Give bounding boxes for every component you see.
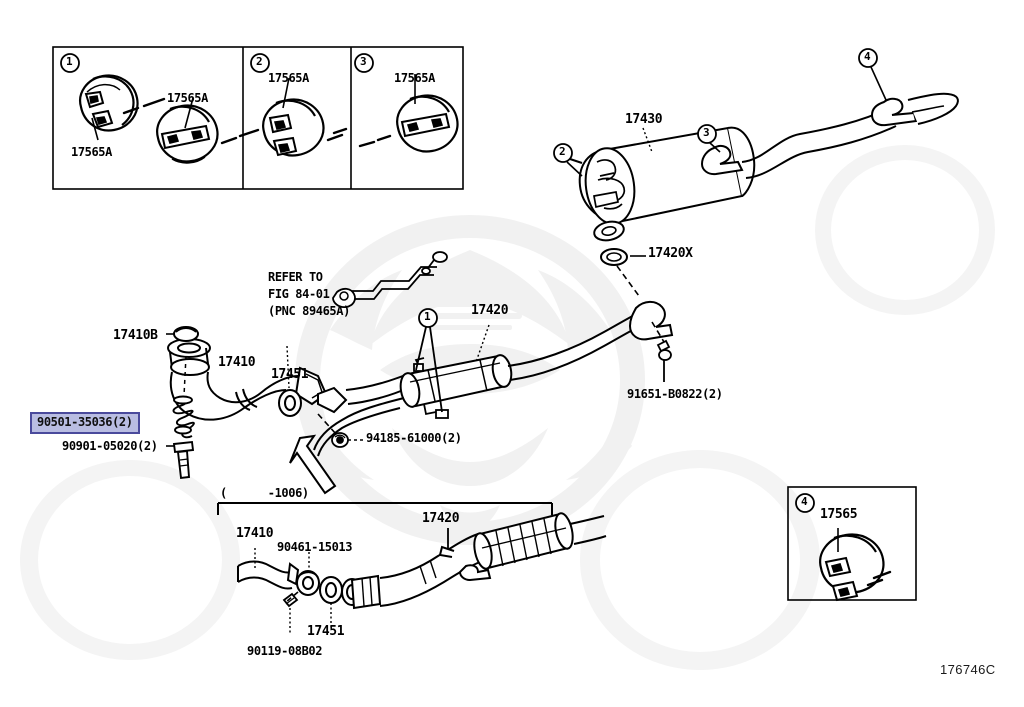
label-range-note: ( -1006) <box>220 486 309 500</box>
refer-note-line-1: REFER TO <box>268 270 323 284</box>
callout-number-muffler-2: 2 <box>559 145 566 158</box>
detail-boxes-group <box>52 46 464 190</box>
label-muffler: 17430 <box>625 112 663 127</box>
lower-assembly <box>217 502 607 634</box>
refer-note-line-2: FIG 84-01 <box>268 287 330 301</box>
callout-circle-muffler-2 <box>553 143 573 163</box>
label-nut: 94185-61000(2) <box>366 431 462 445</box>
callout-circle-muffler-3 <box>697 124 717 144</box>
callout-circle-2 <box>250 53 270 73</box>
watermark <box>20 145 995 670</box>
label-center-pipe: 17420 <box>471 303 509 318</box>
view-direction-arrow <box>289 434 337 495</box>
label-bolt-front: 90901-05020(2) <box>62 439 158 453</box>
label-lower-converter: 17420 <box>422 511 460 526</box>
label-box4-hanger: 17565 <box>820 507 858 522</box>
detail-box-2-content <box>262 98 348 157</box>
label-lower-ring: 17451 <box>307 624 345 639</box>
label-box1-hanger-a: 17565A <box>71 145 112 159</box>
highlighted-part-label[interactable]: 90501-35036(2) <box>30 412 140 435</box>
callout-circle-muffler-4 <box>858 48 878 68</box>
callout-number-muffler-3: 3 <box>703 126 710 139</box>
callout-circle-4 <box>795 493 815 513</box>
label-muffler-gasket: 17420X <box>648 246 693 261</box>
label-bolt-rear: 91651-B0822(2) <box>627 387 723 401</box>
label-ring-gasket: 17451 <box>271 367 309 382</box>
label-box2-hanger: 17565A <box>268 71 309 85</box>
label-lower-bolt: 90119-08B02 <box>247 644 323 658</box>
bolt-part <box>172 440 195 480</box>
muffler-assembly <box>553 48 959 297</box>
detail-box-4 <box>787 486 917 602</box>
center-assembly <box>166 251 674 495</box>
refer-note-line-3: (PNC 89465A) <box>268 304 350 318</box>
callout-circle-3 <box>354 53 374 73</box>
callout-circle-1 <box>60 53 80 73</box>
label-lower-front-pipe: 17410 <box>236 526 274 541</box>
callout-number-muffler-4: 4 <box>864 50 871 63</box>
label-lower-seal: 90461-15013 <box>277 540 353 554</box>
label-box1-hanger-b: 17565A <box>167 91 208 105</box>
callout-number-center-1: 1 <box>424 310 431 323</box>
callout-number-box4: 4 <box>801 495 808 508</box>
callout-number-2: 2 <box>256 55 263 68</box>
detail-box-leaders <box>91 74 416 141</box>
detail-box-1-content <box>79 74 260 164</box>
callout-circle-center-1 <box>418 308 438 328</box>
callout-number-3: 3 <box>360 55 367 68</box>
label-front-pipe-gasket: 17410B <box>113 328 158 343</box>
spring-part <box>172 395 195 439</box>
callout-number-1: 1 <box>66 55 73 68</box>
label-front-pipe: 17410 <box>218 355 256 370</box>
detail-boxes-outer-frame <box>52 46 464 190</box>
label-box3-hanger: 17565A <box>394 71 435 85</box>
detail-box-callouts <box>60 53 374 73</box>
detail-box-3-content <box>358 94 459 153</box>
diagram-code: 176746C <box>940 662 996 677</box>
